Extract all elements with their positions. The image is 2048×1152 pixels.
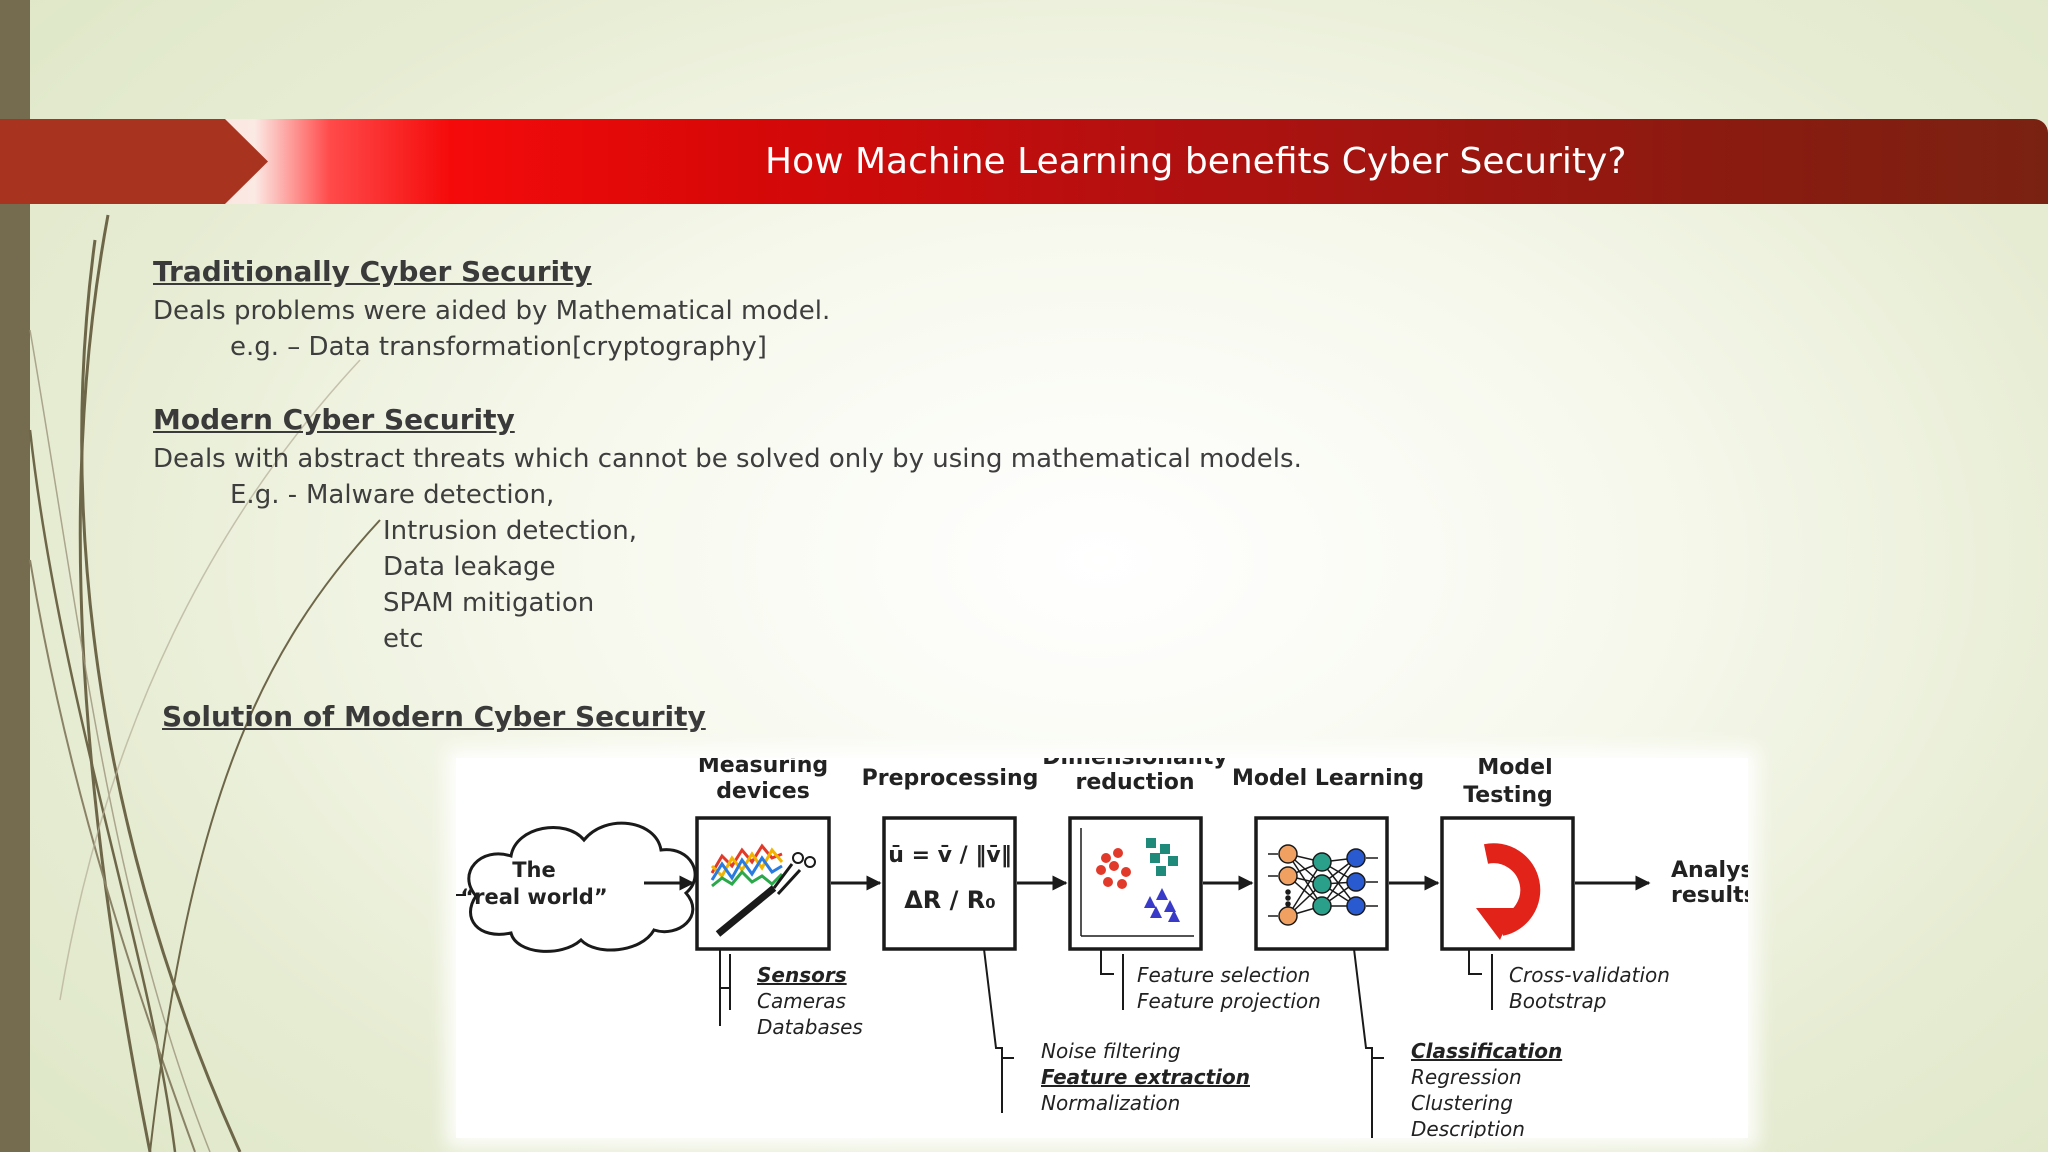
real-world-cloud: The “real world” — [456, 821, 697, 953]
title-banner — [0, 119, 2048, 204]
model-learning-box — [1254, 816, 1389, 951]
dimred-bracket — [1100, 949, 1114, 975]
testing-list-item-2: Bootstrap — [1509, 989, 1606, 1013]
measuring-list-item-1: Sensors — [757, 963, 847, 987]
stage-learning-head: Model Learning — [1232, 766, 1424, 791]
testing-bracket — [1468, 949, 1482, 975]
traditional-heading: Traditionally Cyber Security — [153, 255, 592, 288]
stage-testing-head-1: Model — [1477, 758, 1552, 780]
modern-item-4: SPAM mitigation — [383, 588, 595, 618]
sensor-signal-icon — [710, 843, 816, 937]
scatter-plot-icon — [1080, 828, 1194, 937]
slide-title: How Machine Learning benefits Cyber Secu… — [765, 141, 1627, 182]
formula-line-1: ū = v̄ / ‖v̄‖ — [888, 843, 1011, 868]
formula-line-2: ΔR / R₀ — [904, 886, 996, 914]
preprocessing-bracket — [983, 948, 1014, 1059]
testing-list-item-1: Cross-validation — [1509, 963, 1670, 987]
modern-item-2: Intrusion detection, — [383, 516, 637, 546]
dimred-list-item-2: Feature projection — [1137, 989, 1321, 1013]
solution-heading: Solution of Modern Cyber Security — [162, 700, 706, 733]
cloud-text-1: The — [512, 858, 556, 882]
learning-list-item-1: Classification — [1411, 1039, 1562, 1063]
traditional-line-2: e.g. – Data transformation[cryptography] — [230, 332, 767, 362]
ml-pipeline-diagram-panel: Measuring devices Preprocessing Dimensio… — [456, 758, 1748, 1138]
dimred-list-item-1: Feature selection — [1137, 963, 1310, 987]
preprocessing-list-item-2: Feature extraction — [1041, 1065, 1250, 1089]
cloud-text-2: “real world” — [460, 885, 607, 909]
stage-dimred-head-2: reduction — [1075, 770, 1194, 795]
output-text-2: results — [1671, 883, 1748, 908]
modern-item-5: etc — [383, 624, 424, 654]
learning-list-item-4: Description — [1411, 1117, 1525, 1138]
neural-network-icon — [1268, 844, 1378, 926]
measuring-list-item-3: Databases — [757, 1015, 863, 1039]
ml-pipeline-diagram: Measuring devices Preprocessing Dimensio… — [456, 758, 1748, 1138]
title-chevron — [0, 119, 268, 204]
traditional-line-1: Deals problems were aided by Mathematica… — [153, 296, 831, 326]
modern-item-3: Data leakage — [383, 552, 556, 582]
modern-item-1: Malware detection, — [306, 480, 555, 510]
preprocessing-list-item-1: Noise filtering — [1041, 1039, 1181, 1063]
decorative-curves — [28, 214, 381, 1152]
measuring-devices-box — [695, 816, 831, 951]
cycle-arrow-icon — [1476, 843, 1541, 940]
preprocessing-box: ū = v̄ / ‖v̄‖ ΔR / R₀ — [882, 816, 1017, 951]
preprocessing-list-item-3: Normalization — [1041, 1091, 1180, 1115]
modern-eg-prefix: E.g. - — [230, 480, 298, 510]
learning-list-item-2: Regression — [1411, 1065, 1522, 1089]
stage-testing-head-2: Testing — [1463, 783, 1553, 808]
learning-list-item-3: Clustering — [1411, 1091, 1513, 1115]
output-text-1: Analysis — [1671, 858, 1748, 883]
stage-dimred-head-1: Dimensionality — [1042, 758, 1228, 770]
stage-measuring-head-2: devices — [716, 779, 810, 804]
model-testing-box — [1440, 816, 1575, 951]
modern-line-1: Deals with abstract threats which cannot… — [153, 444, 1302, 474]
learning-bracket — [1353, 948, 1384, 1059]
stage-preprocessing-head: Preprocessing — [862, 766, 1039, 791]
measuring-bracket — [719, 949, 729, 1026]
dimensionality-reduction-box — [1068, 816, 1203, 951]
stage-measuring-head-1: Measuring — [698, 758, 828, 778]
modern-heading: Modern Cyber Security — [153, 403, 515, 436]
measuring-list-item-2: Cameras — [757, 989, 846, 1013]
